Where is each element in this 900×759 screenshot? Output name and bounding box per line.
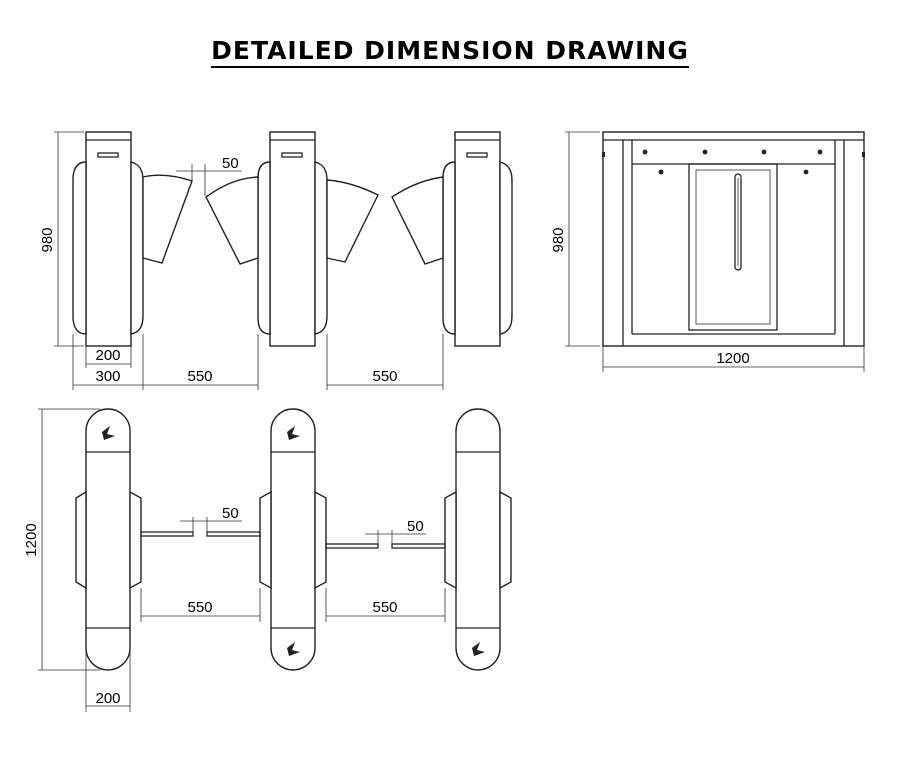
top-flap-gap-right-label: 50: [407, 518, 424, 535]
side-bolt-5: [658, 169, 664, 175]
side-view: 980 1200: [550, 131, 865, 372]
side-bolt-6: [803, 169, 809, 175]
top-logo-icon-3: [287, 642, 300, 656]
side-bolt-2: [702, 149, 708, 155]
front-flap-middle-right: [326, 179, 379, 263]
top-flap-2: [206, 531, 261, 537]
drawing-title-text: DETAILED DIMENSION DRAWING: [211, 36, 689, 68]
top-cabinet-left: [75, 408, 142, 671]
top-logo-icon-2: [287, 426, 300, 440]
front-view: 980 200 300 550 550: [39, 131, 513, 390]
front-flap-left: [142, 174, 193, 264]
top-flap-gap-left-label: 50: [222, 505, 239, 522]
front-gap-left-label: 550: [187, 368, 212, 385]
top-width-dimension: 200: [85, 650, 131, 712]
side-bolt-3: [761, 149, 767, 155]
side-width-dimension: 1200: [602, 346, 865, 372]
front-height-label: 980: [39, 227, 56, 252]
top-view: 1200 200 550 550 50: [23, 408, 512, 712]
top-flap-gap-right-dimension: 50: [365, 518, 426, 548]
top-length-dimension: 1200: [23, 408, 100, 671]
top-flap-gap-left-dimension: 50: [180, 505, 242, 536]
top-gap-left-dimension: 550: [140, 588, 261, 622]
top-flap-1: [140, 531, 194, 537]
front-height-dimension: 980: [39, 131, 84, 347]
top-width-label: 200: [95, 690, 120, 707]
front-cabinet-middle: [257, 131, 328, 347]
front-flap-gap-label: 50: [222, 155, 239, 172]
top-gap-right-label: 550: [372, 599, 397, 616]
top-flap-3: [325, 543, 379, 549]
top-cabinet-right: [444, 408, 512, 671]
front-gap-right-dimension: 550: [326, 334, 444, 390]
front-base-label: 200: [95, 347, 120, 364]
side-bolt-1: [642, 149, 648, 155]
top-cabinet-middle: [259, 408, 327, 671]
front-gap-right-label: 550: [372, 368, 397, 385]
front-cabinet-width-dimension: 300: [72, 334, 144, 390]
top-logo-icon-1: [102, 426, 115, 440]
front-flap-gap-dimension: 50: [176, 155, 242, 196]
side-bolt-4: [817, 149, 823, 155]
front-cabinet-left: [72, 131, 144, 347]
side-width-label: 1200: [716, 350, 749, 367]
top-gap-right-dimension: 550: [325, 588, 446, 622]
top-length-label: 1200: [23, 523, 40, 556]
front-flap-middle-left: [205, 176, 259, 265]
front-gap-left-dimension: 550: [143, 334, 259, 390]
side-handle: [734, 173, 742, 271]
front-flap-right: [391, 176, 444, 265]
top-flap-4: [391, 543, 446, 549]
front-base-dimension: 200: [85, 346, 132, 368]
top-gap-left-label: 550: [187, 599, 212, 616]
side-height-label: 980: [550, 227, 567, 252]
front-cabinet-right: [442, 131, 513, 347]
drawing-title: DETAILED DIMENSION DRAWING: [0, 36, 900, 68]
side-height-dimension: 980: [550, 131, 600, 347]
top-logo-icon-4: [472, 642, 485, 656]
front-cabinet-width-label: 300: [95, 368, 120, 385]
side-door-panel: [688, 163, 778, 331]
